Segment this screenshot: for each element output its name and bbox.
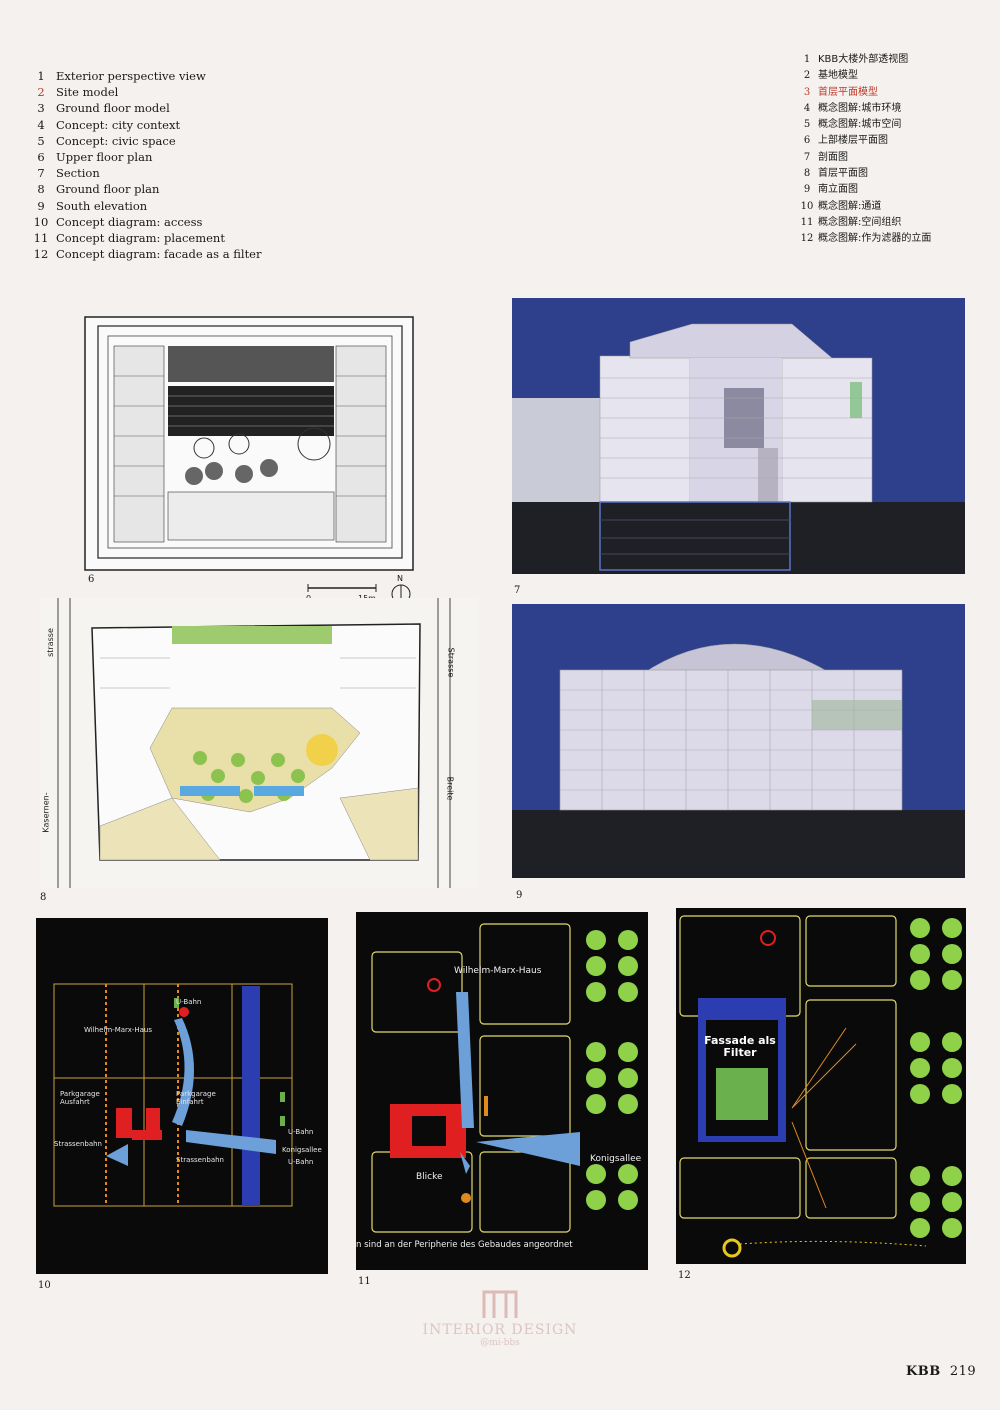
street-label-right-bottom: Breite: [445, 776, 455, 801]
footer-label: KBB: [906, 1364, 941, 1379]
d10-konigsallee: Konigsallee: [282, 1146, 322, 1154]
figure-6-number: 6: [88, 574, 95, 585]
north-arrow-label: N: [397, 574, 403, 583]
d10-parkgarage-ausfahrt: Parkgarage Ausfahrt: [60, 1090, 100, 1106]
street-label-left-bottom: Kasernen-: [41, 792, 51, 833]
watermark-sub: @mi-bbs: [480, 1338, 520, 1348]
d12-filter: Filter: [723, 1046, 757, 1059]
elevation-9-drawing: [512, 643, 965, 878]
figure-10-access-diagram: U-Bahn Wilhelm-Marx-Haus Parkgarage Ausf…: [36, 918, 328, 1274]
d11-blicke: Blicke: [416, 1172, 443, 1182]
figure-7-section: [512, 298, 965, 574]
d10-u-bahn-right: U-Bahn: [288, 1128, 314, 1136]
watermark: INTERIOR DESIGN @mi-bbs: [410, 1288, 590, 1348]
page-number: 219: [949, 1364, 977, 1379]
figure-6-upper-floor-plan: [84, 316, 414, 571]
figure-10-number: 10: [38, 1280, 51, 1291]
figure-12-number: 12: [678, 1270, 691, 1281]
d10-u-bahn-right2: U-Bahn: [288, 1158, 314, 1166]
watermark-logo-icon: [482, 1290, 518, 1318]
d11-wilhelm-marx-haus: Wilhelm-Marx-Haus: [454, 966, 542, 976]
d10-wilhelm-marx-haus: Wilhelm-Marx-Haus: [84, 1026, 153, 1034]
figure-9-south-elevation: [512, 604, 965, 878]
page-footer: KBB 219: [906, 1364, 976, 1379]
figure-12-facade-diagram: Fassade als Filter: [676, 908, 966, 1264]
figure-8-ground-floor-plan: strasse Kasernen- Strasse Breite: [40, 598, 478, 888]
figure-8-number: 8: [40, 892, 47, 903]
figure-9-number: 9: [516, 890, 523, 901]
figure-7-number: 7: [514, 585, 521, 596]
plan-6-drawing: [84, 316, 414, 571]
diagram-10-drawing: [53, 983, 293, 1207]
street-label-left-top: strasse: [45, 628, 55, 657]
d11-bottom-caption: n sind an der Peripherie des Gebaudes an…: [356, 1240, 573, 1250]
figure-11-number: 11: [358, 1276, 371, 1287]
figure-11-placement-diagram: Wilhelm-Marx-Haus Blicke Konigsallee n s…: [356, 912, 648, 1270]
plan-8-drawing: [40, 598, 478, 888]
d10-parkgarage-einfahrt: Parkgarage Einfahrt: [176, 1090, 216, 1106]
d11-konigsallee: Konigsallee: [590, 1154, 642, 1164]
d10-strassenbahn-right: Strassenbahn: [176, 1156, 224, 1164]
diagram-11-drawing: [371, 923, 638, 1233]
d12-fassade-als: Fassade als: [704, 1034, 776, 1047]
watermark-title: INTERIOR DESIGN: [422, 1322, 578, 1338]
d10-u-bahn-top: U-Bahn: [176, 998, 202, 1006]
street-label-right-top: Strasse: [446, 647, 456, 678]
diagram-12-drawing: [679, 915, 962, 1258]
d10-strassenbahn-left: Strassenbahn: [54, 1140, 102, 1148]
section-7-drawing: [512, 323, 965, 574]
